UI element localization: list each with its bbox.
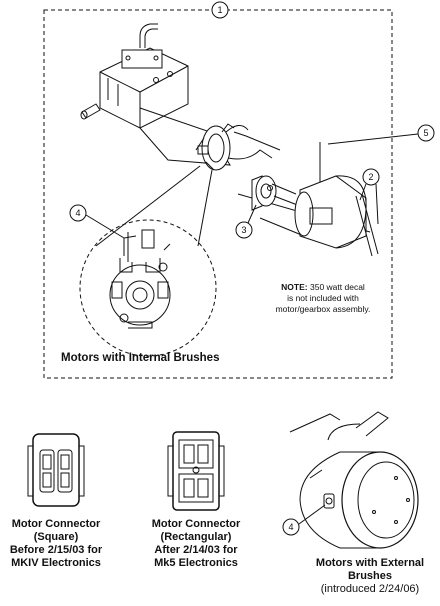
internal-brushes-label: Motors with Internal Brushes: [61, 352, 220, 364]
callout-1: 1: [211, 1, 229, 19]
external-caption-line-3: (introduced 2/24/06): [320, 583, 420, 595]
external-brushes-caption: Motors with External Brushes (introduced…: [305, 557, 435, 596]
note-line-2: is not included with: [287, 293, 359, 303]
callout-5: 5: [327, 124, 435, 145]
assembly-boundary: [43, 9, 393, 379]
callout-3-number: 3: [241, 225, 246, 235]
square-connector-caption: Motor Connector (Square) Before 2/15/03 …: [0, 518, 112, 570]
rect-caption-line-1: Motor Connector: [151, 518, 241, 530]
rect-caption-line-3: After 2/14/03 for: [154, 544, 238, 556]
callout-2-number: 2: [368, 172, 373, 182]
external-caption-line-1: Motors with External: [315, 557, 425, 569]
square-connector: [27, 433, 85, 507]
callout-4-top-number: 4: [75, 208, 80, 218]
square-caption-line-4: MKIV Electronics: [11, 557, 101, 569]
motor-end-cap: [294, 175, 379, 257]
callout-2: 2: [359, 168, 380, 225]
brush-detail-view: [79, 165, 217, 357]
callout-4-bottom-number: 4: [288, 522, 293, 532]
square-caption-line-1: Motor Connector: [11, 518, 101, 530]
brush-holder: [251, 175, 301, 211]
rectangular-connector: [167, 431, 225, 511]
callout-4-top: 4: [69, 204, 125, 239]
callout-4-bottom: 4: [282, 504, 326, 536]
callout-5-number: 5: [423, 128, 428, 138]
callout-3: 3: [235, 204, 257, 239]
square-caption-line-3: Before 2/15/03 for: [9, 544, 103, 556]
rect-caption-line-4: Mk5 Electronics: [154, 557, 238, 569]
external-caption-line-2: Brushes: [347, 570, 393, 582]
rect-caption-line-2: (Rectangular): [160, 531, 232, 543]
callout-1-number: 1: [217, 5, 222, 15]
note-label: NOTE:: [281, 282, 308, 292]
note-line-1: 350 watt decal: [310, 282, 365, 292]
external-brush-motor: [289, 411, 419, 549]
gearbox-motor: [80, 23, 281, 171]
rect-connector-caption: Motor Connector (Rectangular) After 2/14…: [140, 518, 252, 570]
square-caption-line-2: (Square): [33, 531, 79, 543]
decal-note: NOTE: 350 watt decal is not included wit…: [262, 282, 384, 315]
decal-area: [309, 207, 333, 225]
note-line-3: motor/gearbox assembly.: [275, 304, 371, 314]
